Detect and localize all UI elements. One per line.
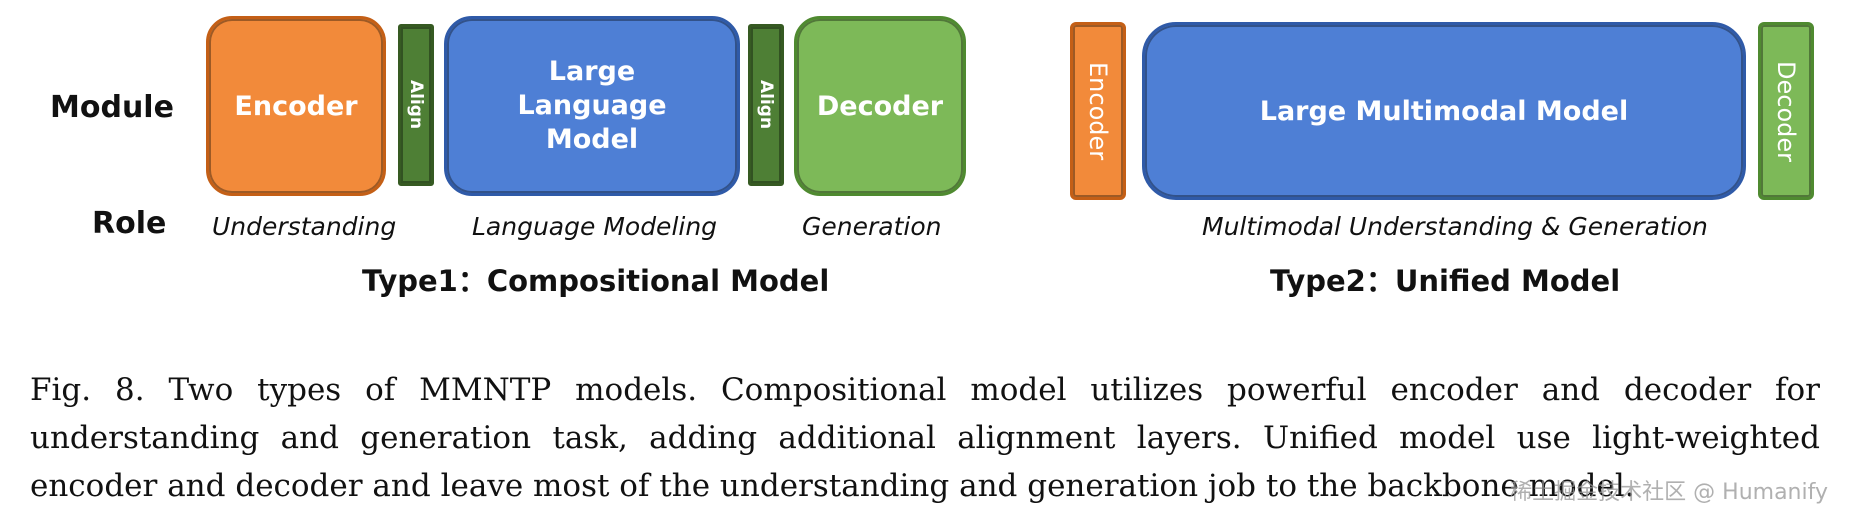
type1-llm-label: Large Language Model — [517, 56, 667, 155]
type2-decoder-label: Decoder — [1772, 60, 1800, 162]
type1-encoder-block: Encoder — [206, 16, 386, 196]
type1-title: Type1：Compositional Model — [362, 264, 830, 298]
type2-lmm-block: Large Multimodal Model — [1142, 22, 1746, 200]
type2-title: Type2：Unified Model — [1270, 264, 1621, 298]
type1-encoder-label: Encoder — [234, 90, 358, 122]
type1-role-generation: Generation — [802, 212, 942, 241]
type1-role-language-modeling: Language Modeling — [472, 212, 718, 241]
type1-llm-block: Large Language Model — [444, 16, 740, 196]
module-row-label: Module — [50, 90, 174, 125]
type1-role-understanding: Understanding — [212, 212, 397, 241]
figure-caption: Fig. 8. Two types of MMNTP models. Compo… — [30, 372, 1820, 504]
type1-align-left-label: Align — [406, 80, 426, 130]
type1-align-left-block: Align — [398, 24, 434, 186]
type1-align-right-label: Align — [756, 80, 776, 130]
type2-decoder-block: Decoder — [1758, 22, 1814, 200]
type1-align-right-block: Align — [748, 24, 784, 186]
type2-encoder-label: Encoder — [1084, 61, 1112, 161]
role-row-label: Role — [92, 206, 167, 241]
type2-lmm-label: Large Multimodal Model — [1259, 95, 1629, 127]
type1-decoder-block: Decoder — [794, 16, 966, 196]
type2-encoder-block: Encoder — [1070, 22, 1126, 200]
type1-decoder-label: Decoder — [816, 90, 944, 122]
watermark: 稀土掘金技术社区 @ Humanify — [1510, 480, 1828, 505]
type2-role: Multimodal Understanding & Generation — [1202, 212, 1708, 241]
